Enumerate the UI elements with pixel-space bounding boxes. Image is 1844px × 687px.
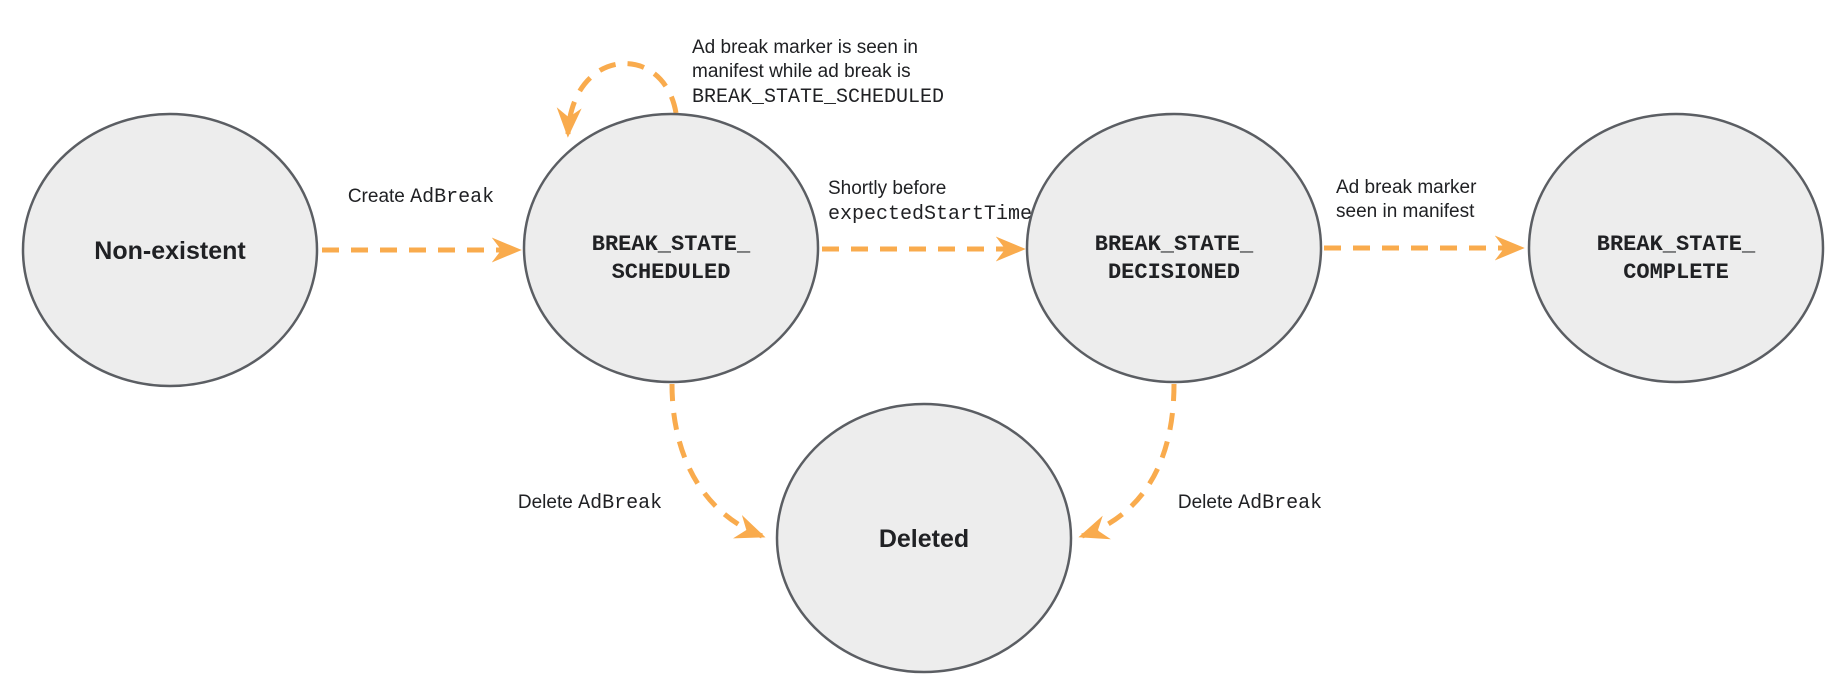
edge-decisioned-to-deleted xyxy=(1078,383,1177,540)
edge-label-create-code: AdBreak xyxy=(410,186,494,209)
edge-label-self-loop-line1: Ad break marker is seen in xyxy=(692,37,918,58)
edge-label-delete-right-plain: Delete xyxy=(1178,492,1238,513)
state-node-decisioned xyxy=(1025,112,1323,384)
state-label-non-existent: Non-existent xyxy=(94,237,246,265)
state-label-complete-line1: BREAK_STATE_ xyxy=(1597,232,1756,257)
edge-label-delete-adbreak-right: Delete AdBreak xyxy=(1178,492,1322,515)
state-label-scheduled-line1: BREAK_STATE_ xyxy=(592,232,751,257)
state-node-scheduled xyxy=(522,112,820,384)
edge-label-marker-seen-line2: seen in manifest xyxy=(1336,201,1475,222)
edge-label-self-loop-line3: BREAK_STATE_SCHEDULED xyxy=(692,86,944,109)
edge-label-self-loop-line2: manifest while ad break is xyxy=(692,61,911,82)
state-label-decisioned-line2: DECISIONED xyxy=(1108,260,1240,285)
edge-label-marker-seen-line1: Ad break marker xyxy=(1336,177,1477,198)
state-label-scheduled-line2: SCHEDULED xyxy=(612,260,731,285)
edge-scheduled-to-deleted xyxy=(669,383,766,539)
edge-label-delete-left-code: AdBreak xyxy=(578,492,662,515)
edge-label-create-adbreak: Create AdBreak xyxy=(348,186,494,209)
edge-label-delete-adbreak-left: Delete AdBreak xyxy=(518,492,662,515)
edge-label-expected-start-time: expectedStartTime xyxy=(828,203,1032,226)
state-label-complete-line2: COMPLETE xyxy=(1623,260,1729,285)
edge-label-shortly-before: Shortly before xyxy=(828,178,946,199)
state-node-non-existent xyxy=(21,112,319,388)
edge-label-delete-left-plain: Delete xyxy=(518,492,578,513)
state-label-decisioned-line1: BREAK_STATE_ xyxy=(1095,232,1254,257)
state-label-deleted: Deleted xyxy=(879,525,969,553)
state-node-deleted xyxy=(775,402,1073,674)
edge-label-delete-right-code: AdBreak xyxy=(1238,492,1322,515)
edge-self-loop-scheduled xyxy=(556,61,679,138)
state-node-complete xyxy=(1527,112,1825,384)
edge-label-create-plain: Create xyxy=(348,186,410,207)
